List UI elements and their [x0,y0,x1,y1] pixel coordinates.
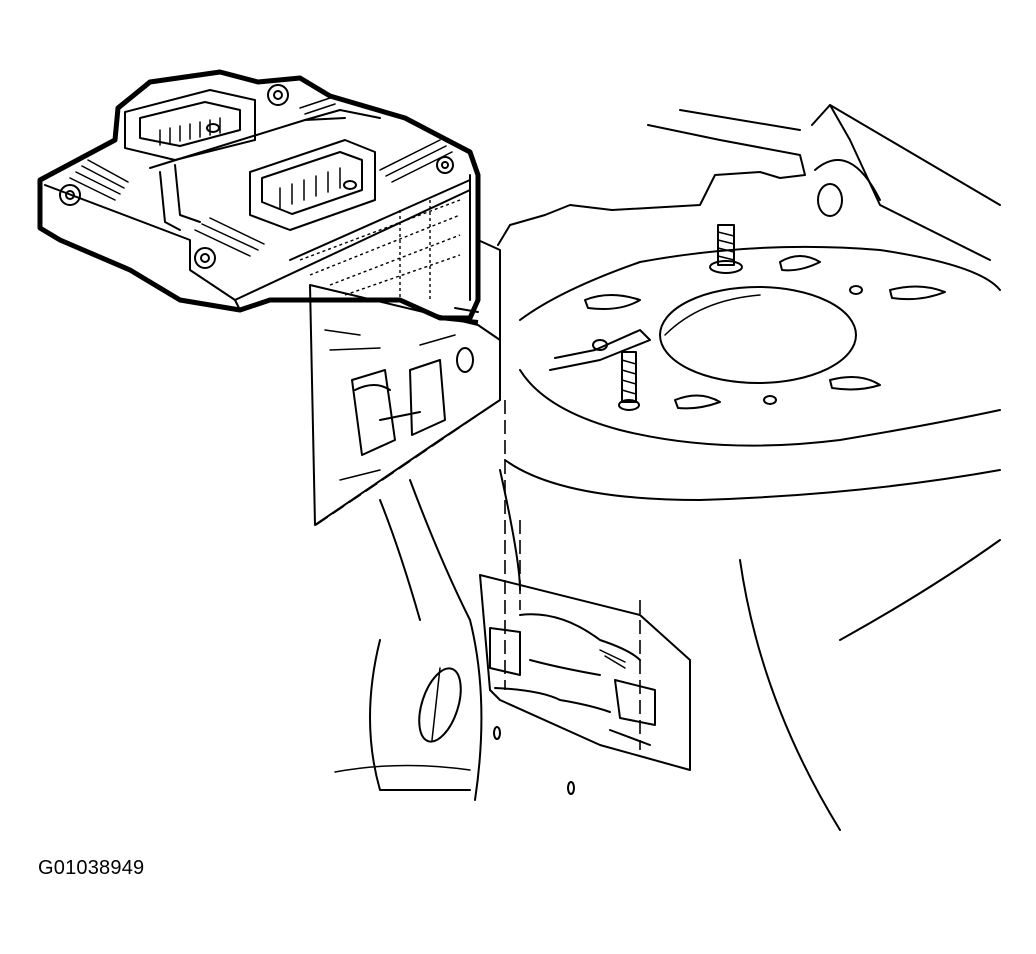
figure-id-label: G01038949 [38,857,145,879]
vehicle-body-structure [334,104,1001,831]
alignment-lines [504,400,641,750]
ecm-bracket [309,239,501,526]
mounting-bosses [59,84,454,269]
heat-sink-fins [69,97,453,257]
mounting-stud-upper [709,224,743,274]
connector-header-2 [249,139,376,231]
lower-mounting-bracket [479,574,691,795]
connector-header-1 [124,89,256,161]
mounting-stud-lower [618,351,640,411]
ecm-module [37,69,481,324]
